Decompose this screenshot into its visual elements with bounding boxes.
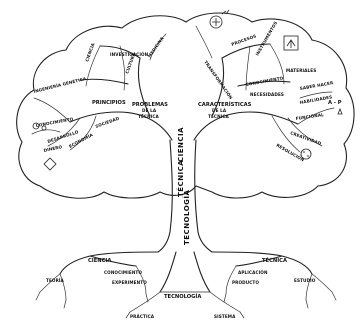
right-branch-label: NECESIDADES [250,92,284,97]
root-system [36,252,336,318]
doodle-icon [301,149,311,159]
root-leaf-label: ESTUDIO [294,278,316,283]
root-leaf-label: CONOCIMIENTO [104,270,142,275]
right-center-label-2: DE LA [212,108,227,113]
trunk-word-tecnologia: TECNOLOGÍA [182,189,191,245]
doodle-icon [284,36,298,50]
root-leaf-label: PRÁCTICA [130,314,155,319]
right-branch-label: TRANSFORMACIÓN [203,60,234,101]
right-branch-label: FUNCIONAL [295,112,324,121]
root-hub-right: TÉCNICA [262,256,287,264]
left-branch-label: CONOCIMIENTO [35,116,74,128]
crown-outline [17,13,354,198]
root-leaf-label: EXPERIMENTO [112,280,147,285]
right-branch-label: PROCESOS [231,33,257,47]
doodle-icon [338,109,342,114]
right-center-label-1: CARACTERÍSTICAS [198,100,252,108]
left-principles-label: PRINCIPIOS [92,100,126,106]
root-hub-left: CIENCIA [88,258,111,264]
left-branch-label: INGENIERÍA GENÉTICA [33,76,87,94]
right-corner-note: A - P [328,100,342,106]
root-hub-center: TECNOLOGÍA [164,292,201,300]
root-leaf-label: PRODUCTO [232,280,259,285]
root-leaf-label: APLICACIÓN [238,270,268,275]
left-branch-label: SOCIEDAD [95,116,121,129]
right-center-label-3: TÉCNICA [208,114,230,119]
right-branch-label: CONOCIMIENTO [245,75,284,87]
right-branch-label: INSTRUMENTOS [255,20,279,56]
trunk-word-ciencia: CIENCIA [177,127,185,162]
right-branch-label: SABER HACER [299,80,334,91]
root-leaf-label: SISTEMA [214,314,236,319]
left-center-label-2: DE LA [142,108,157,113]
trunk-labels: CIENCIA TÉCNICA TECNOLOGÍA [176,127,191,245]
right-branch-label: MATERIALES [286,68,316,73]
root-leaf-label: TEORÍA [46,278,65,283]
left-center-label-3: TÉCNICA [138,114,160,119]
right-branch-label: CREATIVIDAD [290,130,323,146]
left-branch-label: DINERO [43,144,63,153]
left-branch-label: MEDICINA [147,35,165,58]
doodle-icon [44,158,56,170]
